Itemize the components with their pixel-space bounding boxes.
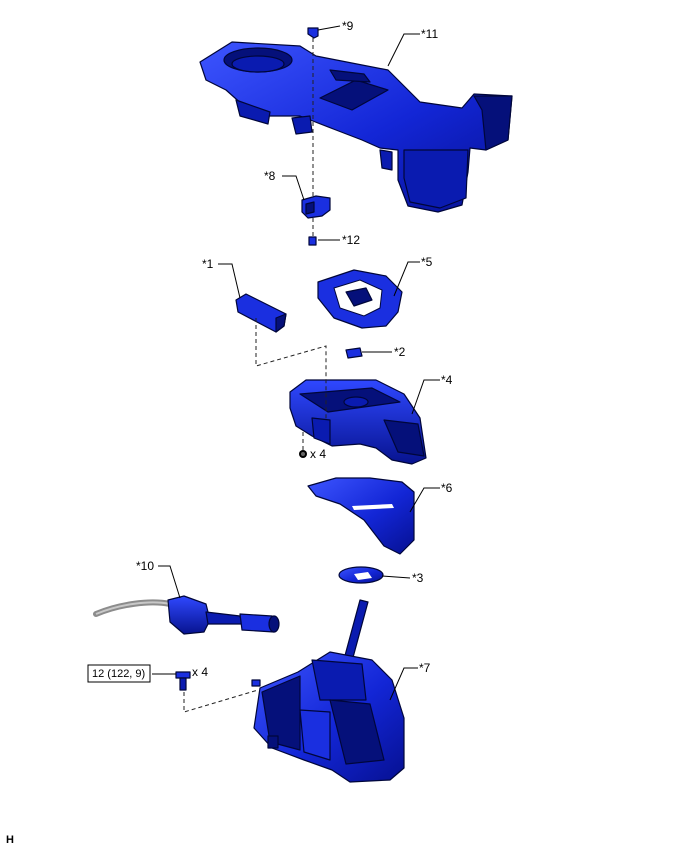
- clip-part-12: [308, 236, 317, 246]
- callout-10: *10: [136, 559, 154, 573]
- callout-12: *12: [342, 233, 360, 247]
- callout-5: *5: [421, 255, 433, 269]
- torque-value: 12 (122, 9): [92, 668, 145, 680]
- dashed-reference-lines: [183, 38, 327, 713]
- housing-part-4: [289, 379, 427, 465]
- callout-9: *9: [342, 19, 354, 33]
- shift-lever-part-7: [251, 599, 405, 783]
- frame-part-5: [317, 269, 403, 329]
- callout-1: *1: [202, 257, 214, 271]
- plate-part-3: [338, 566, 384, 584]
- screw-quantity: x 4: [310, 447, 326, 461]
- screw-icon: [299, 450, 307, 458]
- callout-11: *11: [421, 27, 438, 41]
- switch-part-1: [235, 293, 287, 333]
- clip-part-9: [307, 27, 319, 39]
- callout-labels: *9 *11 *8 *12 *1 *5 *2 *4 x 4 *6 *10 *3 …: [136, 19, 453, 679]
- bracket-part-8: [301, 195, 331, 219]
- bolt-icon: [175, 671, 191, 691]
- slide-cover-part-6: [307, 477, 415, 555]
- torque-spec-box: 12 (122, 9): [87, 664, 151, 683]
- callout-3: *3: [412, 571, 424, 585]
- cable-part-10: [93, 595, 280, 635]
- console-panel-part-11: [199, 41, 513, 213]
- callout-8: *8: [264, 169, 276, 183]
- callout-6: *6: [441, 481, 453, 495]
- callout-4: *4: [441, 373, 453, 387]
- clip-part-2: [345, 347, 363, 359]
- callout-2: *2: [394, 345, 406, 359]
- bolt-quantity: x 4: [192, 665, 208, 679]
- figure-code: H: [6, 834, 14, 846]
- callout-7: *7: [419, 661, 431, 675]
- leader-lines: [152, 25, 440, 701]
